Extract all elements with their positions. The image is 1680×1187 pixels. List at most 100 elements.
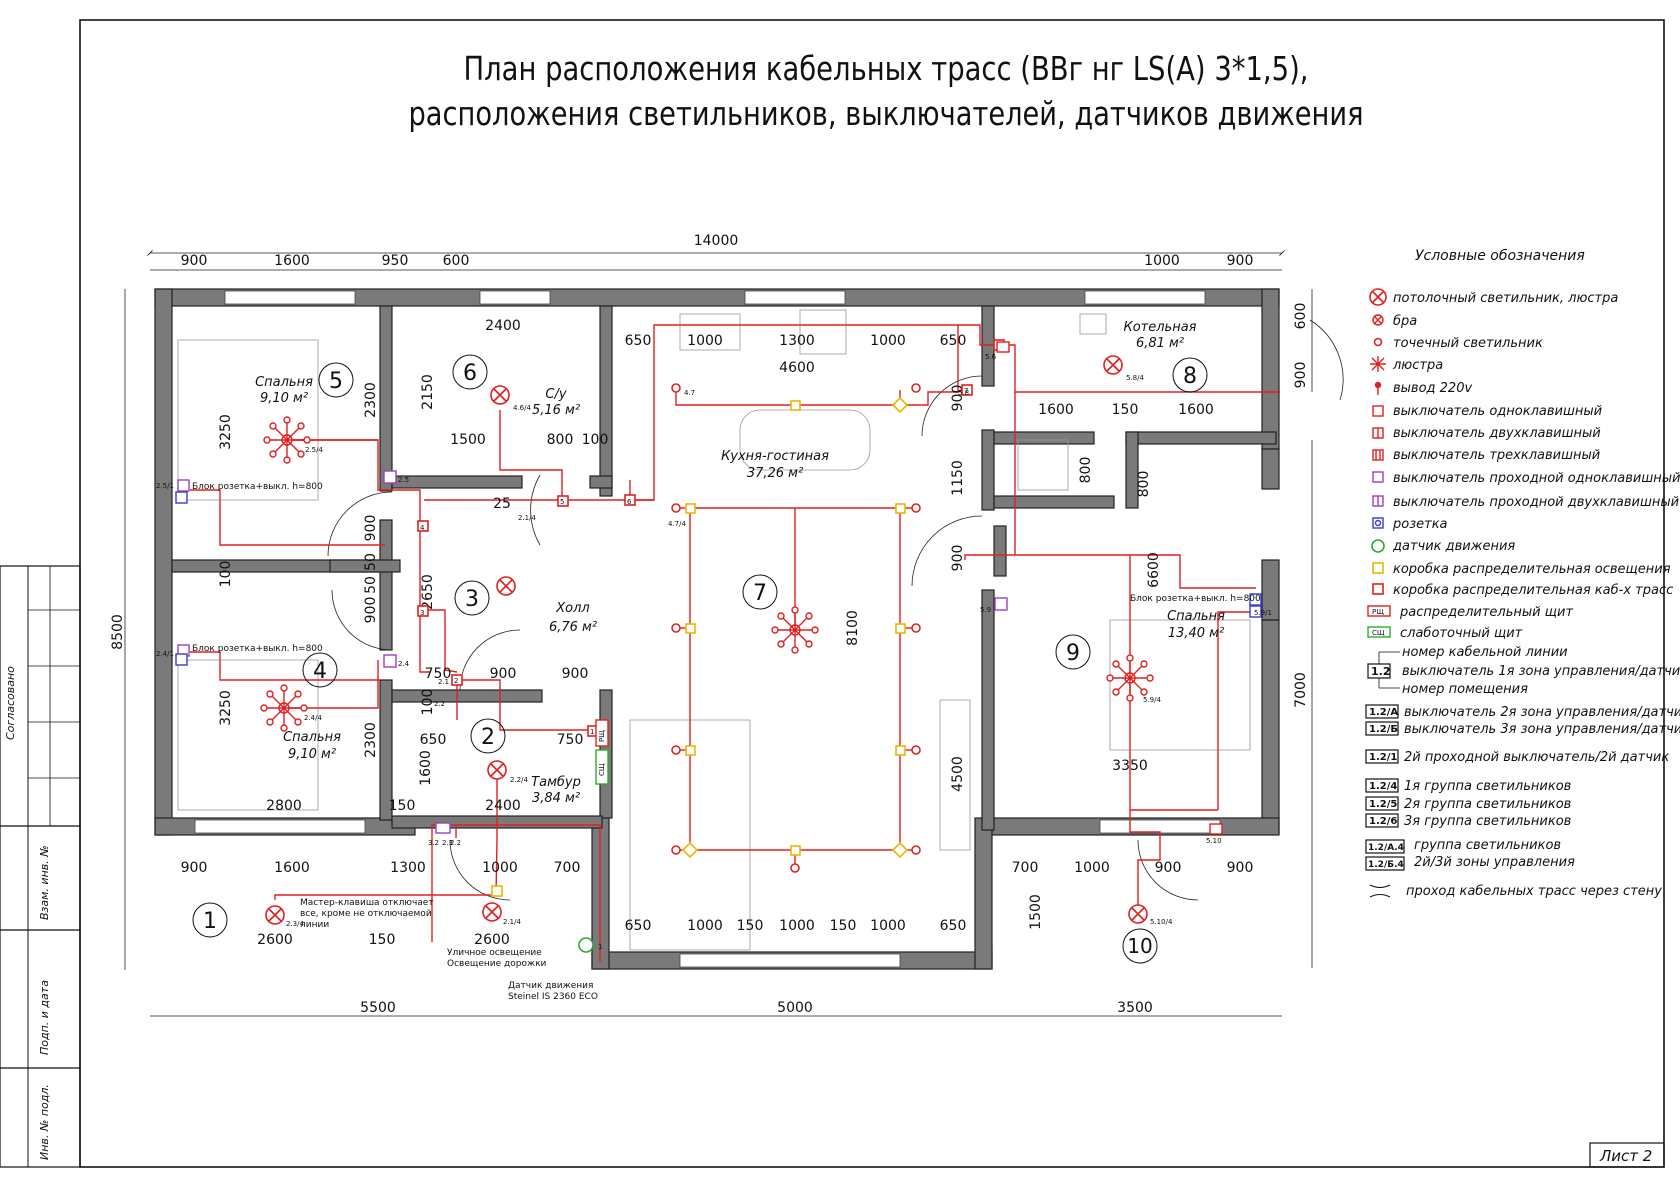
dim: 2300 [363,722,379,758]
note-master: Мастер-клавиша отключает все, кроме не о… [300,898,434,928]
spot-light-icon [1373,337,1383,347]
room-area: 9,10 м² [288,747,336,762]
legend-label: розетка [1392,517,1448,532]
code-tag: 2.4/1 [156,650,174,658]
legend-label: выключатель проходной одноклавишный [1393,471,1680,486]
panel-icon [1367,605,1391,617]
dim-top: 950 [382,253,409,269]
dim: 900 [1227,860,1254,876]
room-area: 3,84 м² [532,791,580,806]
junction-box-light-icon [1372,562,1384,574]
code-tag: 2.2/4 [510,776,528,784]
code-tag: 5.9/4 [1143,696,1161,704]
code-tag: 5 [560,498,564,506]
dim: 7000 [1293,672,1309,708]
legend-label: точечный светильник [1393,336,1543,351]
code-label: 1я группа светильников [1404,779,1571,794]
fixtures: РЩ СЩ [175,339,1262,953]
chandelier-icon [263,416,311,464]
code-box: 1.2/А [1369,707,1398,718]
dim: 100 [420,689,436,716]
switch-1-icon [996,341,1223,835]
dim: 1600 [1038,402,1074,418]
dim: 100 [218,561,234,588]
socket-icon [175,491,1262,666]
dim-bottom: 3500 [1117,1000,1153,1016]
code-tag: 4.7/4 [668,520,686,528]
dim: 4500 [950,756,966,792]
room-name: Спальня [283,730,341,745]
code-tag: 4.7 [684,389,695,397]
code-tag: 4 [420,524,425,532]
code-tag: 5.9 [980,606,991,614]
ceiling-light-icon [487,760,507,780]
title-line-1: План расположения кабельных трасс (ВВг н… [464,49,1309,88]
dim: 2600 [257,932,293,948]
dim: 2650 [420,574,436,610]
code-tag: 2.5 [398,476,409,484]
code-tag: 5.10/4 [1150,918,1173,926]
dim: 700 [1012,860,1039,876]
stamp-inv-orig: Инв. № подл. [38,1084,51,1160]
ceiling-light-icon [1128,904,1148,924]
room-name: Котельная [1123,320,1196,335]
ceiling-light-icon [265,905,285,925]
legend-label: вывод 220v [1393,381,1472,396]
dim: 700 [554,860,581,876]
dim: 650 [625,333,652,349]
code-tag: 5.10 [1206,837,1222,845]
line-code-tags: 2.5/4 2.5/1 2.5 2.4/1 2.4 2.4/4 4.6/4 4.… [156,353,1272,951]
switch-1-icon [1372,405,1384,417]
panel-tag: РЩ [598,730,606,742]
code-tag: 2.3/4 [286,920,304,928]
legend-label: люстра [1392,358,1443,373]
room-name: Холл [555,601,589,616]
ceiling-light-icon [482,902,502,922]
junction-box-light-icon [491,396,909,897]
code-tag: 3 [420,609,424,617]
code-label: 2я группа светильников [1404,797,1571,812]
legend-label: коробка распределительная каб-х трасс [1393,583,1673,598]
dim: 1000 [870,333,906,349]
ceiling-light-icon [1369,288,1387,306]
code-tag: 2.5/1 [156,482,174,490]
dim: 3350 [1112,758,1148,774]
dim: 50 [363,553,379,571]
room-name: С/у [545,387,566,402]
code-label: группа светильников [1414,838,1561,853]
room-number: 5 [329,369,343,394]
wall-pass-icon [1369,884,1391,898]
code-label: выключатель 2я зона управления/датчик 2 [1404,705,1680,720]
dim: 2400 [485,318,521,334]
dim: 900 [363,515,379,542]
dim: 1600 [1178,402,1214,418]
note-block-9: Блок розетка+выкл. h=800 [1130,594,1261,604]
pass-switch-2-icon [177,470,1008,834]
stamp-agreed: Согласовано [4,666,17,740]
dim: 650 [940,918,967,934]
lowvolt-panel-tag: СЩ [598,763,606,776]
key-room-no: номер помещения [1402,682,1528,697]
dim: 900 [562,666,589,682]
code-box: 1.2/Б.4 [1368,860,1404,870]
room-area: 13,40 м² [1168,626,1224,641]
room-area: 5,16 м² [532,403,580,418]
dim: 8100 [845,610,861,646]
note-street-2: Освещение дорожки [447,959,547,969]
code-tag: 2.2 [450,839,461,847]
dim: 900 [181,860,208,876]
dim: 800 [1136,471,1152,498]
room-area: 6,81 м² [1136,336,1184,351]
code-box: 1.2/1 [1369,752,1397,763]
dim: 1300 [779,333,815,349]
room-number: 9 [1066,641,1080,666]
dim: 900 [490,666,517,682]
room-number: 3 [465,587,479,612]
code-tag: 1 [598,943,602,951]
walls [154,288,1280,970]
room-name: Тамбур [531,775,581,790]
legend-label: выключатель двухклавишный [1393,426,1601,441]
outlet-220-icon [1374,381,1382,395]
plan-notes: Блок розетка+выкл. h=800 Блок розетка+вы… [192,482,1261,1002]
stamp-inv-replace: Взам. инв. № [38,845,51,920]
